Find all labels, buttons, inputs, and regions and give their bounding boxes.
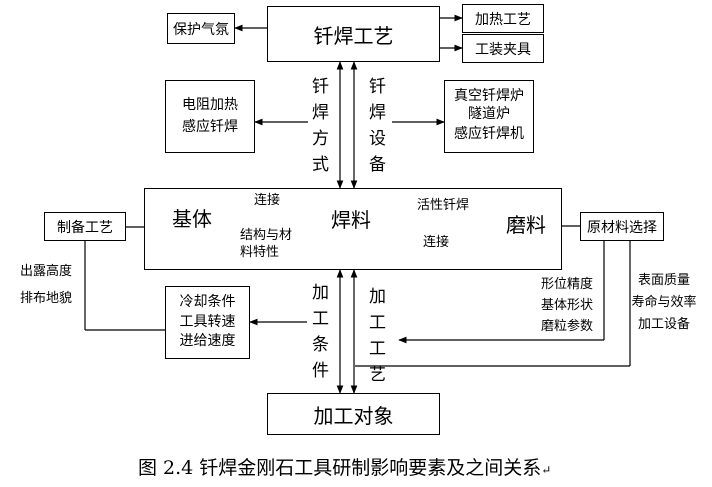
brazing-process-node: 钎焊工艺: [267, 6, 440, 62]
brazing-method-option: 感应钎焊: [182, 118, 238, 135]
connect-right-label: 连接: [423, 235, 450, 250]
protective-atmosphere-node: 保护气氛: [167, 13, 235, 44]
protective-atmosphere-label: 保护气氛: [173, 21, 229, 38]
machining-conditions-node: 冷却条件 工具转速 进给速度: [165, 286, 250, 359]
machining-condition-option: 冷却条件: [179, 294, 236, 311]
preparation-process-label: 制备工艺: [57, 219, 113, 236]
brazing-method-option: 电阻加热: [182, 96, 238, 113]
preparation-process-node: 制备工艺: [44, 212, 126, 241]
abrasive-param: 形位精度: [541, 277, 594, 292]
vchar: 式: [312, 155, 329, 175]
vchar: 焊: [312, 103, 329, 123]
heating-process-label: 加热工艺: [475, 11, 531, 28]
quality-outputs: 表面质量 寿命与效率 加工设备: [631, 270, 696, 336]
figure-caption: 图 2.4 钎焊金刚石工具研制影响要素及之间关系↵: [138, 457, 551, 481]
brazing-process-label: 钎焊工艺: [313, 23, 394, 48]
vchar: 艺: [369, 365, 386, 385]
workpiece-label: 加工对象: [313, 403, 394, 428]
vchar: 方: [312, 129, 329, 149]
brazing-equipment-option: 感应钎焊机: [454, 126, 524, 143]
vchar: 焊: [369, 103, 386, 123]
brazing-equipment-node: 真空钎焊炉 隧道炉 感应钎焊机: [444, 80, 534, 153]
brazing-equipment-option: 隧道炉: [468, 106, 510, 123]
brazing-method-node: 电阻加热 感应钎焊: [165, 80, 255, 153]
brazing-method-vertical: 钎 焊 方 式: [312, 74, 329, 178]
vchar: 条: [312, 335, 329, 355]
raw-material-node: 原材料选择: [580, 212, 664, 241]
connect-left-label: 连接: [254, 193, 281, 208]
filler-label: 焊料: [331, 208, 371, 232]
heating-process-node: 加热工艺: [462, 4, 544, 33]
vchar: 工: [369, 339, 386, 359]
quality-output: 加工设备: [637, 317, 691, 332]
vchar: 设: [369, 129, 386, 149]
vchar: 备: [369, 155, 386, 175]
machining-conditions-vertical: 加 工 条 件: [312, 280, 329, 384]
structure-properties-line: 结构与材: [240, 228, 293, 243]
vchar: 钎: [312, 77, 329, 97]
abrasive-param: 磨粒参数: [541, 319, 594, 334]
prep-output: 出露高度: [20, 264, 73, 279]
machining-process-vertical: 加 工 工 艺: [369, 284, 386, 388]
abrasive-params: 形位精度 基体形状 磨粒参数: [541, 274, 593, 337]
prep-outputs: 出露高度 排布地貌: [20, 258, 72, 312]
raw-material-label: 原材料选择: [587, 219, 657, 236]
fixture-label: 工装夹具: [475, 41, 531, 58]
structure-properties-label: 结构与材 料特性: [240, 228, 292, 262]
vchar: 加: [312, 283, 329, 303]
caption-text: 图 2.4 钎焊金刚石工具研制影响要素及之间关系: [138, 457, 542, 479]
abrasive-param: 基体形状: [541, 298, 594, 313]
materials-box: [144, 188, 562, 270]
quality-output: 表面质量: [637, 273, 691, 288]
paragraph-mark: ↵: [541, 463, 552, 477]
fixture-node: 工装夹具: [462, 34, 544, 63]
machining-condition-option: 工具转速: [179, 313, 236, 330]
vchar: 件: [312, 361, 329, 381]
vchar: 工: [369, 313, 386, 333]
workpiece-node: 加工对象: [267, 393, 440, 435]
vchar: 加: [369, 287, 386, 307]
structure-properties-line: 料特性: [240, 244, 280, 260]
vchar: 钎: [369, 77, 386, 97]
brazing-equipment-option: 真空钎焊炉: [454, 88, 524, 105]
brazing-equipment-vertical: 钎 焊 设 备: [369, 74, 386, 178]
prep-output: 排布地貌: [20, 291, 73, 306]
machining-condition-option: 进给速度: [179, 333, 236, 350]
active-brazing-label: 活性钎焊: [417, 198, 470, 213]
abrasive-label: 磨料: [506, 213, 546, 237]
quality-output: 寿命与效率: [631, 295, 697, 310]
substrate-label: 基体: [172, 207, 212, 231]
vchar: 工: [312, 309, 329, 329]
